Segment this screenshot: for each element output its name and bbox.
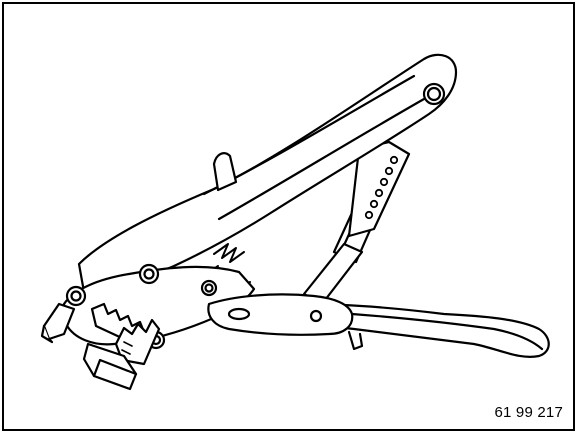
connecting-lever <box>207 293 354 336</box>
lower-handle-inner-line <box>322 310 544 351</box>
upper-handle-ridge-2 <box>217 97 426 221</box>
lower-handle <box>302 302 550 358</box>
locator-block-edge <box>92 358 138 378</box>
spring-pivot-inner <box>204 283 214 293</box>
lever-pivot <box>309 309 323 323</box>
lever-hook <box>347 330 364 351</box>
front-nose-tab <box>40 324 54 344</box>
crimping-pliers-icon <box>40 53 550 391</box>
locator-block <box>82 342 138 391</box>
figure-frame: 61 99 217 <box>2 2 575 431</box>
adjustment-holes <box>364 155 399 220</box>
front-nose <box>42 302 76 341</box>
handle-end-hole-inner <box>426 86 442 102</box>
jaw-pivot-inner <box>143 268 155 280</box>
thumb-rest <box>212 152 238 192</box>
reference-number: 61 99 217 <box>494 404 563 421</box>
front-jaw-bolt-inner <box>70 290 82 302</box>
lever-slot <box>227 307 251 321</box>
